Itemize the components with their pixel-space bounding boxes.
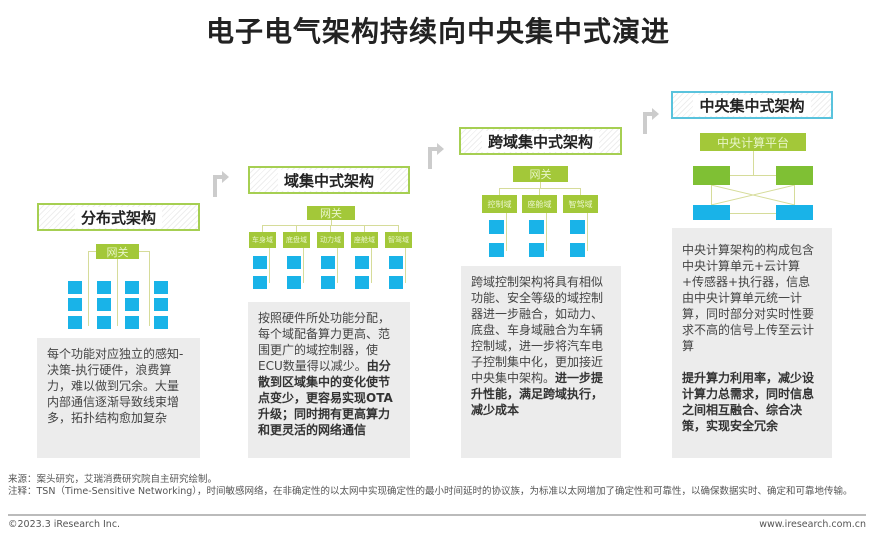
node-block [529,220,544,234]
compute-unit [776,166,813,185]
node-block [253,276,267,289]
node-block [97,316,111,329]
link-line [364,225,365,232]
node-block [253,256,267,269]
step-arrow-icon [213,171,229,197]
node-block [321,256,335,269]
node-block [389,256,403,269]
domain-node: 控制域 [482,195,517,213]
domain-node: 智驾域 [385,232,412,248]
node-block [154,281,168,294]
gateway-node: 网关 [513,166,568,182]
link-line [303,248,304,283]
source-note: 来源：案头研究，艾瑞消费研究院自主研究绘制。 [8,474,218,485]
node-block [570,243,585,257]
node-block [570,220,585,234]
node-block [287,276,301,289]
node-block [97,298,111,311]
node-block [125,316,139,329]
compute-unit [693,166,730,185]
link-line [296,225,297,232]
node-block [389,276,403,289]
domain-node: 车身域 [249,232,276,248]
domain-node: 底盘域 [283,232,310,248]
link-line [580,188,581,195]
cross-domain-description: 跨域控制架构将具有相似功能、安全等级的域控制器进一步融合，如动力、底盘、车身域融… [461,266,621,458]
domain-node: 座舱域 [351,232,378,248]
domain-node: 动力域 [317,232,344,248]
central-description: 中央计算架构的构成包含中央计算单元+云计算+传感器+执行器，信息由中央计算单元统… [672,228,832,458]
domain-architecture-header: 域集中式架构 [248,166,410,194]
central-computing-platform: 中央计算平台 [700,133,806,151]
link-line [506,213,507,251]
node-block [97,281,111,294]
link-line [539,188,540,195]
node-block [355,256,369,269]
link-line [499,188,500,195]
node-block [489,243,504,257]
footer-divider [8,514,866,516]
cross-domain-architecture-header: 跨域集中式架构 [459,127,622,155]
node-block [125,281,139,294]
link-line [587,213,588,251]
step-arrow-icon [428,143,444,169]
node-block [287,256,301,269]
cross-links [711,185,795,205]
link-line [337,248,338,283]
node-block [68,298,82,311]
node-block [125,298,139,311]
domain-node: 智驾域 [563,195,598,213]
link-line [546,213,547,251]
link-line [330,225,331,232]
node-block [154,316,168,329]
node-block [489,220,504,234]
step-arrow-icon [643,108,659,134]
central-architecture-header: 中央集中式架构 [671,91,833,119]
gateway-node: 网关 [307,206,355,220]
gateway-node: 网关 [96,244,139,259]
node-block [776,205,813,220]
node-block [68,316,82,329]
page-title: 电子电气架构持续向中央集中式演进 [205,15,670,48]
domain-description: 按照硬件所处功能分配，每个域配备算力更高、范围更广的域控制器，使ECU数量得以减… [248,302,410,458]
link-line [398,225,399,232]
tsn-note: 注释：TSN（Time-Sensitive Networking），时间敏感网络… [8,486,853,497]
distributed-description: 每个功能对应独立的感知-决策-执行硬件，浪费算力，难以做到冗余。大量内部通信逐渐… [37,338,200,458]
copyright: ©2023.3 iResearch Inc. [8,519,121,530]
node-block [321,276,335,289]
node-block [68,281,82,294]
domain-node: 座舱域 [522,195,557,213]
link-line [371,248,372,283]
node-block [355,276,369,289]
distributed-architecture-header: 分布式架构 [37,203,200,231]
node-block [529,243,544,257]
link-line [269,248,270,283]
link-line [405,248,406,283]
link-line [262,225,263,232]
website-link[interactable]: www.iresearch.com.cn [759,519,866,530]
node-block [154,298,168,311]
node-block [693,205,730,220]
